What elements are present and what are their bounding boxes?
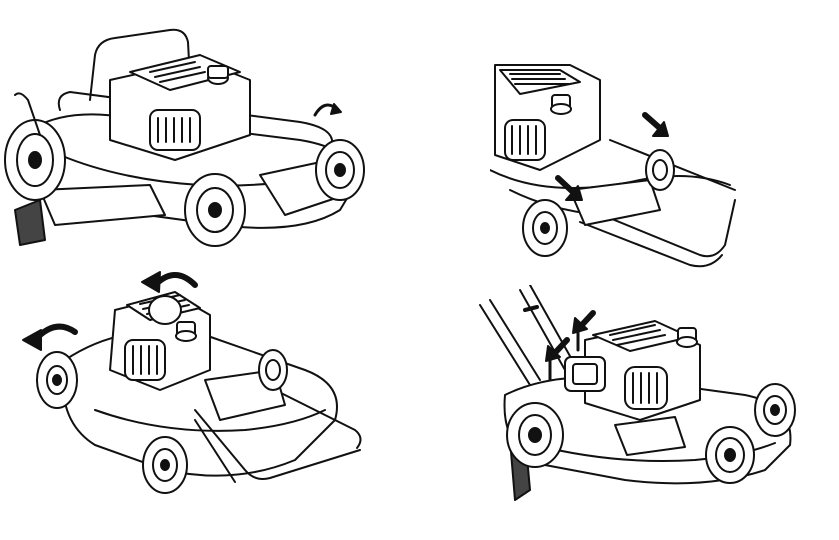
arrow-icon: [546, 340, 567, 361]
arrow-icon: [558, 178, 582, 200]
mower-illustration-step-3: [15, 260, 365, 500]
wheel: [185, 174, 245, 246]
mower-illustration-step-4: [475, 285, 810, 510]
curved-arrow-icon: [315, 104, 341, 115]
wheel: [507, 403, 563, 467]
wheel: [706, 427, 754, 483]
wheel: [316, 140, 364, 200]
wheel: [755, 384, 795, 436]
wheel: [5, 120, 65, 200]
wheel: [259, 350, 287, 390]
mower-illustration-step-2: [490, 60, 740, 270]
mower-illustration-step-1: [0, 10, 380, 260]
wheel: [143, 437, 187, 493]
arrow-icon: [645, 115, 668, 136]
curved-arrow-icon: [142, 272, 195, 292]
wheel: [149, 296, 181, 324]
wheel: [37, 352, 77, 408]
arrow-icon: [573, 313, 593, 333]
curved-arrow-icon: [23, 327, 75, 350]
